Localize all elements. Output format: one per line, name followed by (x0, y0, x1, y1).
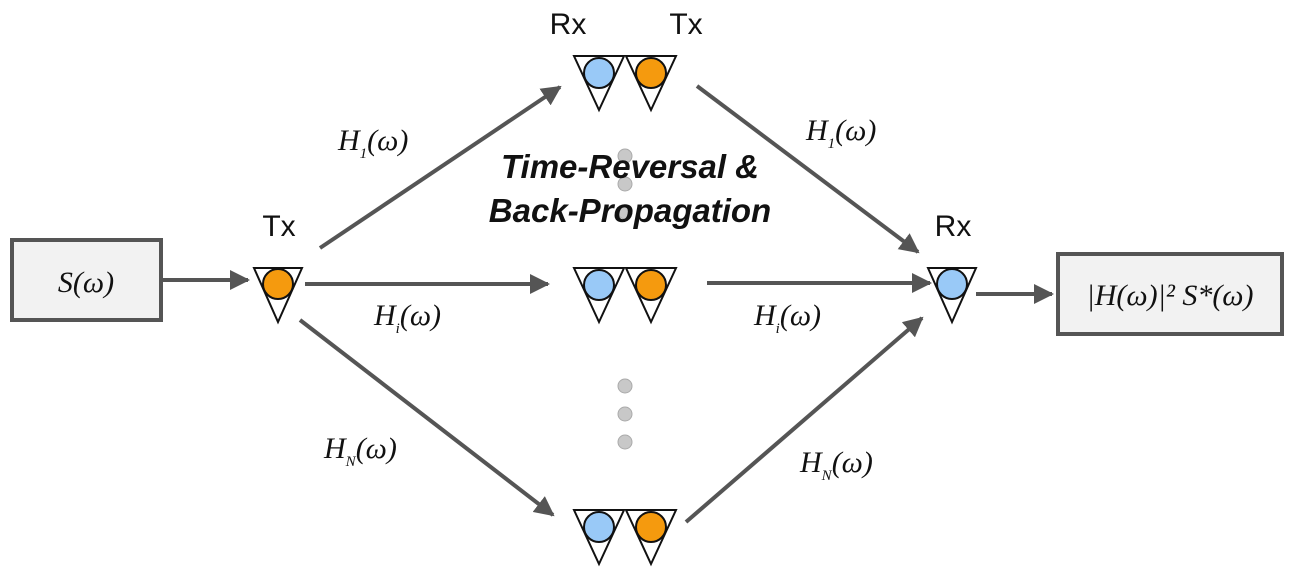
output-box: |H(ω)|² S*(ω) (1056, 252, 1284, 336)
channel-label-top-right: H1(ω) (805, 114, 876, 152)
tx-circle (635, 511, 667, 543)
channel-label-top-left: H1(ω) (337, 124, 408, 162)
rx-circle (583, 57, 615, 89)
ellipsis-dot (617, 434, 633, 450)
ellipsis-dots (617, 148, 633, 450)
ellipsis-dot (617, 176, 633, 192)
ellipsis-dot (617, 148, 633, 164)
arrow-relay-top-to-rx (695, 84, 920, 254)
relay-bottom (572, 509, 678, 567)
arrows (163, 84, 1054, 524)
tx-circle (635, 57, 667, 89)
relay-top (572, 55, 678, 113)
ellipsis-dot (617, 406, 633, 422)
channel-label-middle-left: Hi(ω) (373, 299, 441, 337)
rx-circle (936, 268, 968, 300)
source-tx-antenna (252, 267, 304, 325)
input-signal-label: S(ω) (58, 266, 114, 299)
channel-label-middle-right: Hi(ω) (753, 299, 821, 337)
tx-circle (262, 268, 294, 300)
channel-label-bottom-left: HN(ω) (323, 432, 397, 470)
ellipsis-dot (617, 204, 633, 220)
arrow-tx-to-relay-bottom (298, 318, 555, 517)
relay-middle (572, 267, 678, 325)
destination-rx-antenna (926, 267, 978, 325)
destination-rx-label: Rx (935, 210, 972, 243)
output-signal-label: |H(ω)|² S*(ω) (1087, 279, 1254, 312)
ellipsis-dot (617, 378, 633, 394)
title-line-1: Time-Reversal & (501, 148, 759, 185)
relay-rx-label: Rx (550, 8, 587, 41)
relay-tx-label: Tx (669, 8, 702, 41)
arrow-tx-to-relay-top (318, 85, 562, 250)
arrow-relay-bottom-to-rx (684, 316, 924, 524)
rx-circle (583, 269, 615, 301)
source-tx-label: Tx (262, 210, 295, 243)
title-line-2: Back-Propagation (489, 192, 771, 229)
channel-label-bottom-right: HN(ω) (799, 446, 873, 484)
tx-circle (635, 269, 667, 301)
rx-circle (583, 511, 615, 543)
input-box: S(ω) (10, 238, 163, 322)
